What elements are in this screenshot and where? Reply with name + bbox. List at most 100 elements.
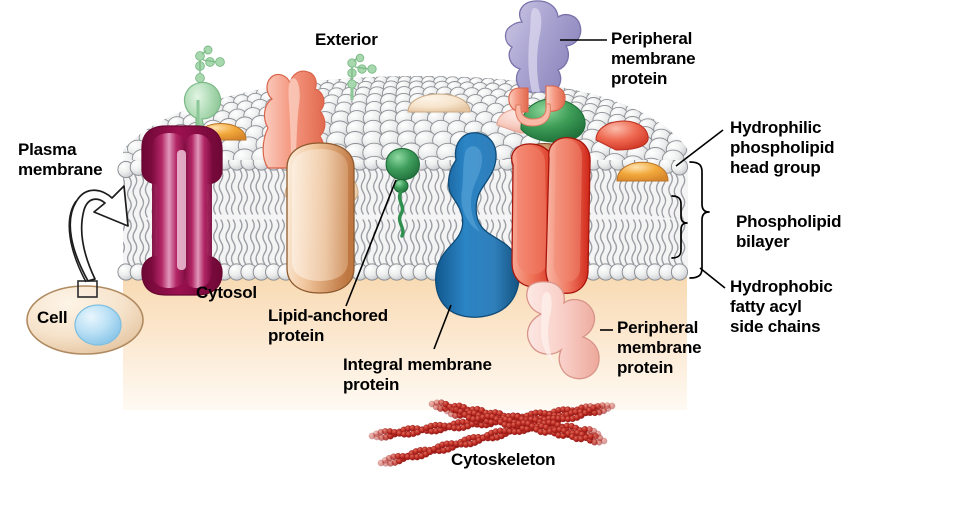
fatty-acyl-tail [415, 219, 421, 265]
fatty-acyl-tail [243, 169, 249, 215]
fatty-acyl-tail [360, 169, 366, 215]
fatty-acyl-tail [385, 219, 391, 265]
fatty-acyl-tail [439, 169, 445, 215]
fatty-acyl-tail [123, 219, 126, 265]
label-hydrophobic-tails: Hydrophobic fatty acyl side chains [730, 277, 833, 337]
phospholipid-head-top [602, 153, 627, 160]
fatty-acyl-tail [360, 219, 366, 265]
phospholipid-head-top [621, 155, 645, 160]
fatty-acyl-tail [594, 219, 600, 265]
fatty-acyl-tail [225, 169, 231, 215]
fatty-acyl-tail [599, 169, 605, 215]
label-exterior: Exterior [315, 30, 378, 49]
fatty-acyl-tail [439, 219, 445, 265]
fatty-acyl-tail [422, 219, 428, 265]
fatty-acyl-tail [668, 219, 674, 265]
label-cytoskeleton: Cytoskeleton [451, 450, 556, 469]
cell-icon [26, 280, 144, 355]
sugar-chain-left [195, 45, 225, 83]
phospholipid-head-top [361, 155, 387, 160]
fatty-acyl-tail [267, 169, 273, 215]
fatty-acyl-tail [636, 219, 642, 265]
label-phospholipid-bilayer: Phospholipid bilayer [736, 212, 842, 252]
fatty-acyl-tail [372, 169, 378, 215]
peripheral-protein-anchor-feet [508, 85, 566, 127]
label-cell: Cell [37, 308, 68, 327]
plasma-membrane-callout-arrow [69, 185, 129, 282]
fatty-acyl-tail [218, 169, 224, 215]
fatty-acyl-tail [378, 169, 384, 215]
bracket-phospholipid-bilayer [689, 161, 710, 279]
fatty-acyl-tail [594, 169, 600, 215]
fatty-acyl-tail [378, 219, 384, 265]
fatty-acyl-tail [390, 219, 396, 265]
phospholipid-head-top [419, 155, 445, 160]
fatty-acyl-tail [126, 219, 132, 265]
fatty-acyl-tail [366, 169, 372, 215]
purple-peripheral-protein-top [504, 0, 582, 93]
label-plasma-membrane: Plasma membrane [18, 140, 103, 180]
leader-hydrophilic-head [675, 129, 724, 167]
fatty-acyl-tail [225, 219, 231, 265]
fatty-acyl-tail [280, 219, 285, 265]
fatty-acyl-tail [218, 219, 224, 265]
phospholipid-head [670, 263, 689, 281]
cream-dome-upper [407, 93, 471, 113]
phospholipid-head-top [623, 93, 639, 107]
bilayer-brackets [671, 161, 710, 279]
fatty-acyl-tail [230, 219, 236, 265]
fatty-acyl-tail [495, 169, 501, 215]
fatty-acyl-tail [489, 169, 495, 215]
fatty-acyl-tail [612, 169, 618, 215]
fatty-acyl-tail [262, 219, 268, 265]
actin-monomer [608, 402, 616, 410]
cytoskeleton-filaments [368, 399, 616, 467]
fatty-acyl-tail [649, 219, 654, 265]
fatty-acyl-tail [255, 169, 261, 215]
red-dome-right [595, 120, 649, 151]
phospholipid-head-top [244, 79, 259, 92]
phospholipid-head-top [342, 156, 368, 160]
fatty-acyl-tail [668, 172, 674, 218]
pink-peripheral-protein-bottom [526, 281, 600, 380]
fatty-acyl-tail [409, 169, 415, 215]
fatty-acyl-tail [427, 169, 433, 215]
red-integral-protein [511, 137, 591, 294]
fatty-acyl-tail [237, 219, 243, 265]
fatty-acyl-tail [606, 169, 612, 215]
fatty-acyl-tail [606, 219, 612, 265]
fatty-acyl-tail [415, 169, 421, 215]
fatty-acyl-tail [243, 219, 249, 265]
fatty-acyl-tail [139, 174, 145, 220]
label-cytosol: Cytosol [196, 283, 257, 302]
fatty-acyl-tail [409, 219, 415, 265]
blue-integral-protein [435, 132, 520, 318]
phospholipid-head-top [123, 151, 137, 160]
magenta-integral-protein [141, 125, 223, 296]
fatty-acyl-tail [126, 176, 132, 223]
actin-monomer [600, 437, 608, 445]
nucleus-icon [74, 304, 122, 346]
tan-integral-protein [286, 142, 355, 294]
phospholipid-head-top [497, 157, 522, 160]
phospholipid-head-top [222, 82, 237, 95]
fatty-acyl-tail [643, 219, 649, 265]
green-dome-large [520, 98, 586, 143]
fatty-acyl-tail [280, 169, 285, 215]
leader-lipid-anchored [345, 179, 397, 307]
phospholipid-head-top [608, 87, 623, 100]
fatty-acyl-tail [501, 169, 507, 215]
leader-hydrophobic-tails [699, 267, 726, 289]
fatty-acyl-tail [132, 174, 138, 220]
phospholipid-head-top [597, 85, 612, 98]
leader-lines [345, 39, 726, 350]
fatty-acyl-tail [353, 219, 359, 265]
phospholipid-head-top [639, 157, 664, 160]
fatty-acyl-tail [139, 219, 145, 265]
bracket-hydrophobic-core [671, 195, 688, 259]
fatty-acyl-tail [673, 219, 679, 265]
fatty-acyl-tail [618, 219, 624, 265]
fatty-acyl-tail [249, 219, 255, 265]
